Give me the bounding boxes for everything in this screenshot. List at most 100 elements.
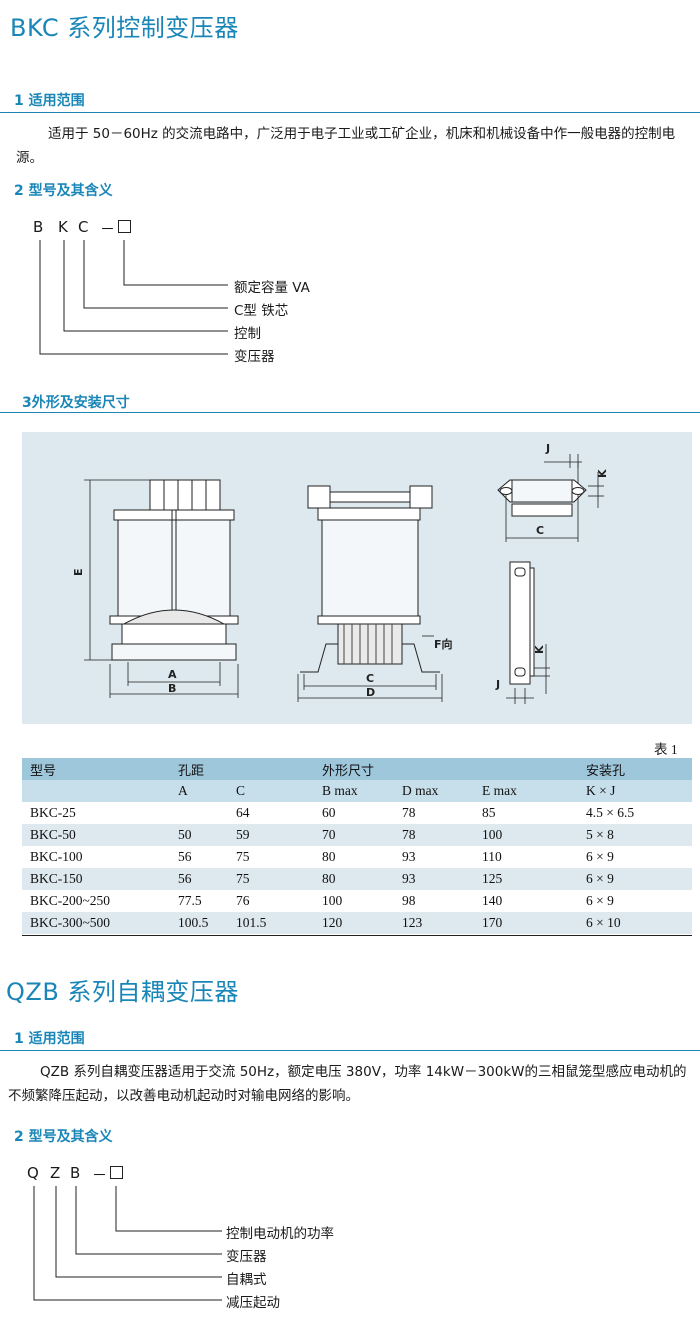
dimension-table: 型号 孔距 外形尺寸 安装孔 A C B max D max E max K ×… <box>22 758 692 934</box>
table-header-hole-spacing: 孔距 <box>170 758 314 780</box>
table-cell: 75 <box>236 849 250 864</box>
table-cell: 80 <box>322 849 336 864</box>
qzb-code-box <box>110 1166 123 1179</box>
qzb-section1-title: 1 适用范围 <box>14 1031 85 1047</box>
table-subheader-row: A C B max D max E max K × J <box>22 780 692 802</box>
table-cell: 100 <box>322 893 343 908</box>
table-bottom-rule <box>22 935 692 936</box>
table-cell <box>170 802 228 824</box>
top-view <box>497 479 587 517</box>
side-view <box>300 485 440 673</box>
bkc-code-label-4: 变压器 <box>234 349 275 365</box>
bkc-code-char-3: C <box>78 218 89 236</box>
table-subheader: E max <box>474 780 578 802</box>
dim-label-c: C <box>366 672 374 685</box>
bracket-view <box>509 561 535 685</box>
qzb-code-char-2: Z <box>50 1164 61 1182</box>
table-cell: 170 <box>474 912 578 934</box>
table-cell: 101.5 <box>228 912 314 934</box>
table-cell: 4.5 × 6.5 <box>586 805 635 820</box>
qzb-code-dash: － <box>92 1166 108 1184</box>
bkc-section2-title: 2 型号及其含义 <box>14 183 113 199</box>
table-cell: 56 <box>170 868 228 890</box>
qzb-code-label-4: 减压起动 <box>226 1295 280 1311</box>
table-cell: 100.5 <box>170 912 228 934</box>
qzb-code-label-2: 变压器 <box>226 1249 267 1265</box>
bkc-scope-text: 适用于 50－60Hz 的交流电路中，广泛用于电子工业或工矿企业，机床和机械设备… <box>16 126 676 166</box>
table-cell: 50 <box>170 824 228 846</box>
bkc-title: BKC 系列控制变压器 <box>10 14 239 42</box>
table-cell: BKC-150 <box>22 868 170 890</box>
table-cell: 6 × 9 <box>578 868 692 890</box>
bkc-section1-title: 1 适用范围 <box>14 93 85 109</box>
qzb-code-char-1: Q <box>27 1164 39 1182</box>
section-rule <box>0 112 700 113</box>
table-cell: 76 <box>236 893 250 908</box>
dim-label-c-top: C <box>536 524 544 537</box>
dimension-figure: E A B C D F向 J K C K J <box>22 432 692 724</box>
section-rule <box>0 412 700 413</box>
bkc-section3-title: 3外形及安装尺寸 <box>22 395 130 411</box>
table-cell: 59 <box>228 824 314 846</box>
dim-label-b: B <box>168 682 176 695</box>
dim-label-f-direction: F向 <box>434 637 453 651</box>
table-cell: BKC-200~250 <box>30 893 111 908</box>
table-cell: 80 <box>314 868 394 890</box>
qzb-title: QZB 系列自耦变压器 <box>6 978 239 1006</box>
table-row: BKC-25 64 60 78 85 4.5 × 6.5 <box>22 802 692 824</box>
table-cell: 75 <box>228 868 314 890</box>
table-header-outline: 外形尺寸 <box>314 758 578 780</box>
table-cell: 6 × 10 <box>578 912 692 934</box>
table-cell: 98 <box>402 893 416 908</box>
table-header-mount-hole: 安装孔 <box>578 758 692 780</box>
table-cell: 85 <box>482 805 496 820</box>
table-cell: 5 × 8 <box>578 824 692 846</box>
bkc-code-leader-lines <box>39 240 228 355</box>
bkc-code-label-1: 额定容量 VA <box>234 280 310 296</box>
table-cell: 64 <box>236 805 250 820</box>
table-subheader: B max <box>314 780 394 802</box>
table-cell: 77.5 <box>178 893 202 908</box>
table-cell: 6 × 9 <box>586 893 614 908</box>
dim-label-j-top: J <box>545 442 550 455</box>
bkc-code-dash: － <box>100 220 116 238</box>
table-cell: 93 <box>394 868 474 890</box>
table-cell: 100 <box>474 824 578 846</box>
table-cell: 60 <box>322 805 336 820</box>
qzb-code-label-3: 自耦式 <box>226 1272 267 1288</box>
table-cell: 125 <box>474 868 578 890</box>
front-view <box>109 479 239 661</box>
dim-label-j-bracket: J <box>495 678 500 691</box>
qzb-section2-title: 2 型号及其含义 <box>14 1129 113 1145</box>
table-cell: 120 <box>314 912 394 934</box>
table-cell: 56 <box>178 849 192 864</box>
table-cell: BKC-100 <box>30 849 83 864</box>
table-header-model: 型号 <box>22 758 170 780</box>
dim-label-a: A <box>168 668 177 681</box>
dim-label-d: D <box>366 686 375 699</box>
table-cell: 70 <box>314 824 394 846</box>
table-note: 表 1 <box>654 742 678 757</box>
bkc-code-label-2: C型 铁芯 <box>234 303 289 319</box>
table-header-row: 型号 孔距 外形尺寸 安装孔 <box>22 758 692 780</box>
table-cell: 140 <box>482 893 503 908</box>
table-cell: 78 <box>394 824 474 846</box>
table-cell: BKC-300~500 <box>22 912 170 934</box>
table-subheader: K × J <box>578 780 692 802</box>
table-cell: 78 <box>402 805 416 820</box>
dim-label-k-bracket: K <box>533 645 546 654</box>
qzb-code-char-3: B <box>70 1164 81 1182</box>
table-cell: BKC-50 <box>22 824 170 846</box>
table-row: BKC-200~250 77.5 76 100 98 140 6 × 9 <box>22 890 692 912</box>
dim-label-k-top: K <box>596 469 609 478</box>
bkc-code-char-2: K <box>58 218 68 236</box>
bkc-code-box <box>118 220 131 233</box>
bkc-code-label-3: 控制 <box>234 326 261 342</box>
dim-label-e: E <box>72 568 85 576</box>
bkc-code-char-1: B <box>33 218 44 236</box>
table-cell: BKC-25 <box>30 805 76 820</box>
qzb-code-leader-lines <box>33 1186 222 1301</box>
